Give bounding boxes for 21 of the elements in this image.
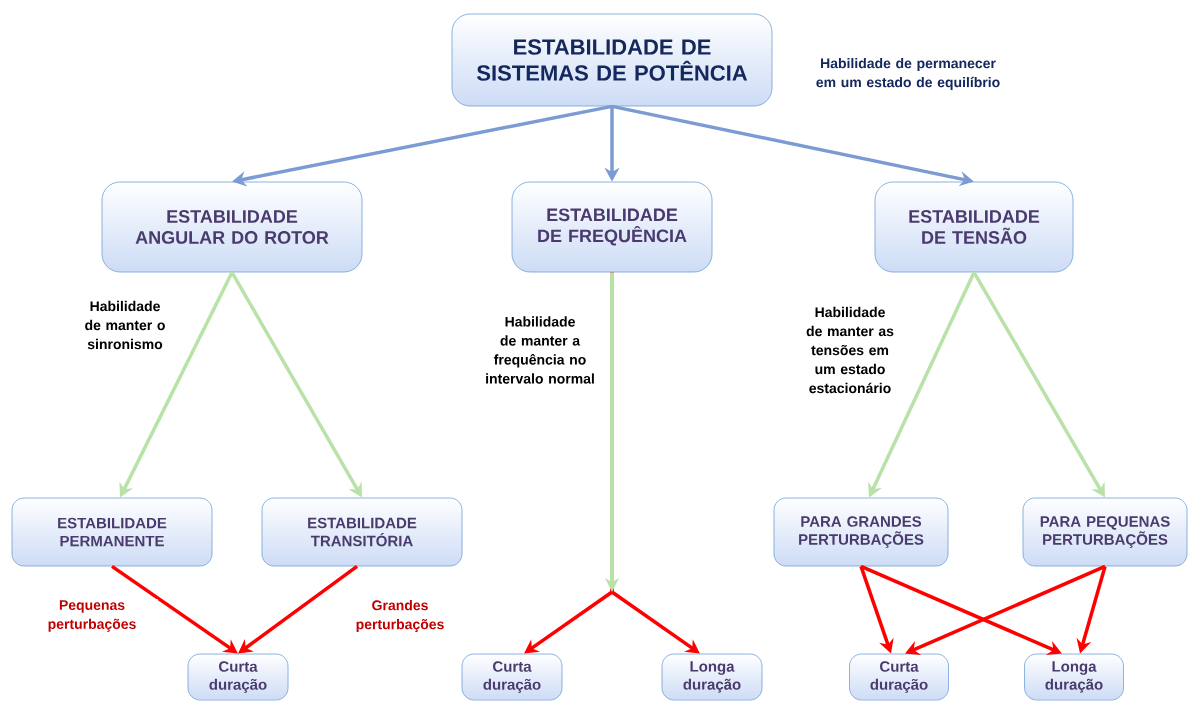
- category-box: ESTABILIDADE DE FREQUÊNCIA: [511, 181, 713, 273]
- note-text: Habilidade de manter o sinronismo: [85, 300, 165, 350]
- title-box: ESTABILIDADE DE SISTEMAS DE POTÊNCIA: [451, 13, 773, 107]
- type-box: ESTABILIDADE PERMANENTE: [11, 497, 213, 567]
- duration-box: Longa duração: [1024, 653, 1124, 701]
- duration-box: Curta duração: [187, 653, 289, 701]
- type-box: PARA PEQUENAS PERTURBAÇÕES: [1022, 497, 1188, 567]
- type-box: PARA GRANDES PERTURBAÇÕES: [773, 497, 949, 567]
- category-box: ESTABILIDADE DE TENSÃO: [874, 181, 1074, 273]
- arrow: [111, 564, 238, 654]
- duration-box: Curta duração: [461, 653, 563, 701]
- duration-box: Longa duração: [661, 653, 763, 701]
- note-text: Habilidade de manter a frequência no intervalo normal: [486, 316, 594, 384]
- category-box: ESTABILIDADE ANGULAR DO ROTOR: [101, 181, 363, 273]
- edge-label: Pequenas perturbações: [48, 600, 136, 632]
- duration-box: Curta duração: [849, 653, 949, 701]
- type-box: ESTABILIDADE TRANSITÓRIA: [261, 497, 463, 567]
- arrow: [238, 565, 359, 654]
- edge-label: Grandes perturbações: [356, 600, 444, 633]
- note-text: Habilidade de manter as tensões em um estado estacionário: [806, 306, 894, 394]
- note-text: Habilidade de permanecer em um estado de equilíbrio: [816, 57, 1000, 90]
